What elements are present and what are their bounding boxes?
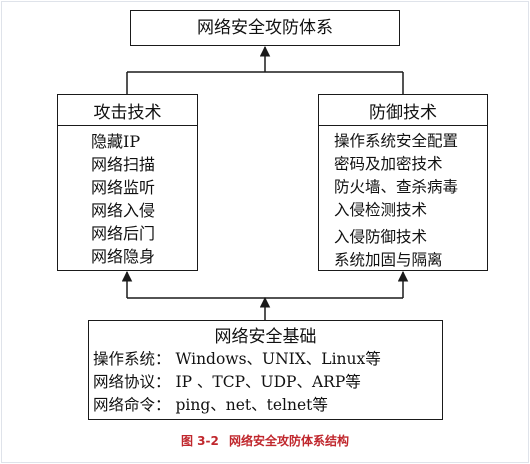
defense-box-title: 防御技术 bbox=[369, 103, 437, 123]
attack-item: 隐藏IP bbox=[91, 132, 141, 151]
attack-item: 网络扫描 bbox=[91, 155, 156, 174]
attack-item: 网络入侵 bbox=[91, 201, 156, 220]
base-row-label: 操作系统： bbox=[93, 350, 171, 368]
top-box-title: 网络安全攻防体系 bbox=[197, 18, 333, 38]
defense-item-list: 操作系统安全配置 密码及加密技术 防火墙、查杀病毒 入侵检测技术 入侵防御技术 … bbox=[334, 130, 458, 272]
defense-item: 防火墙、查杀病毒 bbox=[334, 178, 459, 196]
base-box: 网络安全基础 操作系统： Windows、UNIX、Linux等 网络协议： I… bbox=[88, 320, 443, 420]
defense-box: 防御技术 操作系统安全配置 密码及加密技术 防火墙、查杀病毒 入侵检测技术 入侵… bbox=[318, 94, 488, 271]
top-box: 网络安全攻防体系 bbox=[130, 10, 400, 46]
defense-box-divider bbox=[319, 125, 487, 126]
base-row-value: ping、net、telnet等 bbox=[175, 396, 328, 414]
defense-item: 系统加固与隔离 bbox=[334, 251, 443, 269]
base-row-value: IP 、TCP、UDP、ARP等 bbox=[175, 373, 361, 391]
defense-item: 操作系统安全配置 bbox=[334, 132, 459, 150]
figure-caption: 图 3-2 网络安全攻防体系结构 bbox=[0, 432, 530, 449]
attack-box: 攻击技术 隐藏IP 网络扫描 网络监听 网络入侵 网络后门 网络隐身 bbox=[57, 94, 198, 271]
base-row-list: 操作系统： Windows、UNIX、Linux等 网络协议： IP 、TCP、… bbox=[93, 348, 381, 417]
base-row-protocol: 网络协议： IP 、TCP、UDP、ARP等 bbox=[93, 371, 381, 394]
attack-item: 网络后门 bbox=[91, 224, 156, 243]
attack-item: 网络隐身 bbox=[91, 247, 156, 266]
defense-item: 密码及加密技术 bbox=[334, 155, 443, 173]
defense-item: 入侵防御技术 bbox=[334, 228, 428, 246]
base-row-label: 网络命令： bbox=[93, 396, 171, 414]
base-row-value: Windows、UNIX、Linux等 bbox=[175, 350, 381, 368]
attack-item: 网络监听 bbox=[91, 178, 156, 197]
figure-caption-text: 网络安全攻防体系结构 bbox=[229, 434, 350, 448]
figure-number: 图 3-2 bbox=[180, 434, 219, 448]
attack-box-title: 攻击技术 bbox=[93, 103, 162, 123]
base-row-os: 操作系统： Windows、UNIX、Linux等 bbox=[93, 348, 381, 371]
attack-item-list: 隐藏IP 网络扫描 网络监听 网络入侵 网络后门 网络隐身 bbox=[91, 130, 155, 268]
defense-item: 入侵检测技术 bbox=[334, 201, 428, 219]
base-row-label: 网络协议： bbox=[93, 373, 171, 391]
base-box-title: 网络安全基础 bbox=[214, 327, 317, 347]
attack-box-divider bbox=[58, 125, 197, 126]
base-row-command: 网络命令： ping、net、telnet等 bbox=[93, 394, 381, 417]
